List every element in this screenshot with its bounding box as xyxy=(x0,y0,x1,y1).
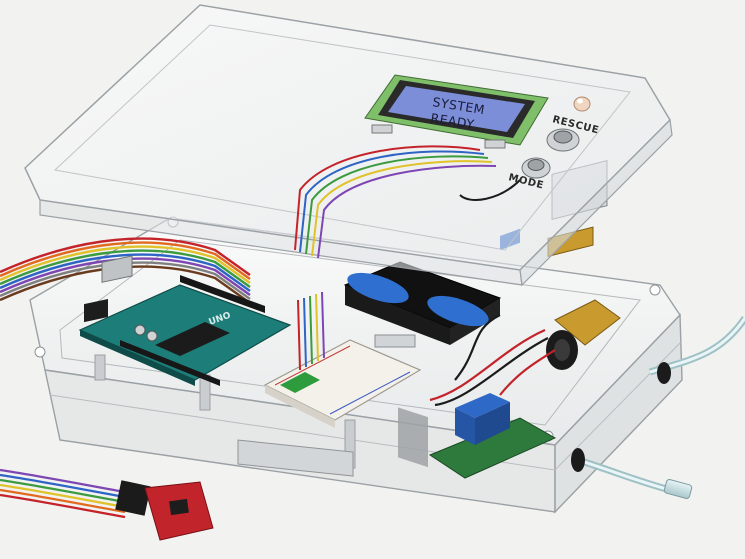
breadboard-icon xyxy=(263,291,422,428)
power-wires xyxy=(429,314,556,407)
microcontroller-board-icon: UNO xyxy=(78,255,292,386)
sensor-module-icon xyxy=(0,468,214,541)
air-tubes xyxy=(571,316,745,499)
battery-pack-icon xyxy=(343,261,502,468)
lcd-display-icon: SYSTEM READY xyxy=(364,74,549,149)
rescue-button-icon[interactable]: RESCUE xyxy=(546,114,600,152)
lcd-line-2: READY xyxy=(430,110,476,132)
indicator-led-icon[interactable] xyxy=(573,96,591,112)
enclosure-lid xyxy=(24,4,673,287)
lid-wires xyxy=(294,145,521,259)
